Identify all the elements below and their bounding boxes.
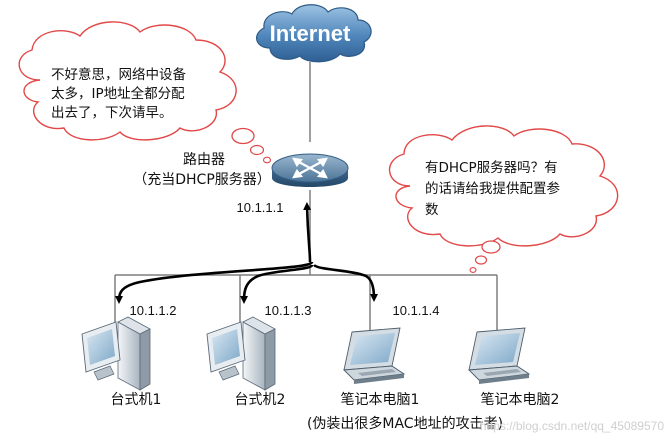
laptop-2-icon: [467, 327, 531, 384]
internet-cloud: Internet: [256, 4, 372, 63]
host-4-name: 笔记本电脑2: [481, 392, 560, 408]
router-icon: [271, 153, 349, 187]
host-3-name: 笔记本电脑1: [341, 392, 420, 408]
offer-arrow-laptop1: [312, 263, 378, 302]
host-1-ip: 10.1.1.2: [130, 303, 177, 318]
router-ip: 10.1.1.1: [237, 200, 284, 215]
request-arrow-to-router: [303, 202, 312, 263]
router-thought-bubble: 不好意思，网络中设备 太多，IP地址全都分配 出去了，下次请早。: [18, 21, 272, 164]
router-bubble-line-3: 出去了，下次请早。: [51, 105, 173, 121]
offer-arrow-desktop1: [115, 260, 314, 304]
host-3-ip: 10.1.1.4: [393, 303, 440, 318]
attacker-note: (伪装出很多MAC地址的攻击者): [307, 415, 503, 432]
laptop-1-icon: [342, 327, 406, 384]
desktop-1-icon: [81, 316, 151, 391]
client-thought-bubble: 有DHCP服务器吗？有 的话请给我提供配置参 数: [388, 125, 619, 273]
host-2-name: 台式机2: [235, 392, 286, 408]
client-bubble-line-2: 的话请给我提供配置参: [425, 180, 560, 197]
host-2-ip: 10.1.1.3: [265, 303, 312, 318]
desktop-2-icon: [206, 316, 276, 391]
router-bubble-line-2: 太多，IP地址全都分配: [51, 85, 185, 102]
offer-arrow-desktop2: [240, 263, 314, 304]
router-role: （充当DHCP服务器）: [133, 172, 271, 188]
host-1-name: 台式机1: [111, 392, 162, 408]
dhcp-arrows: [115, 202, 378, 304]
watermark: https://blog.csdn.net/qq_45089570: [480, 419, 664, 433]
client-bubble-line-1: 有DHCP服务器吗？有: [425, 160, 558, 176]
router-name: 路由器: [183, 152, 225, 168]
router-bubble-line-1: 不好意思，网络中设备: [51, 66, 186, 83]
client-bubble-line-3: 数: [425, 202, 439, 218]
internet-label: Internet: [270, 21, 351, 46]
